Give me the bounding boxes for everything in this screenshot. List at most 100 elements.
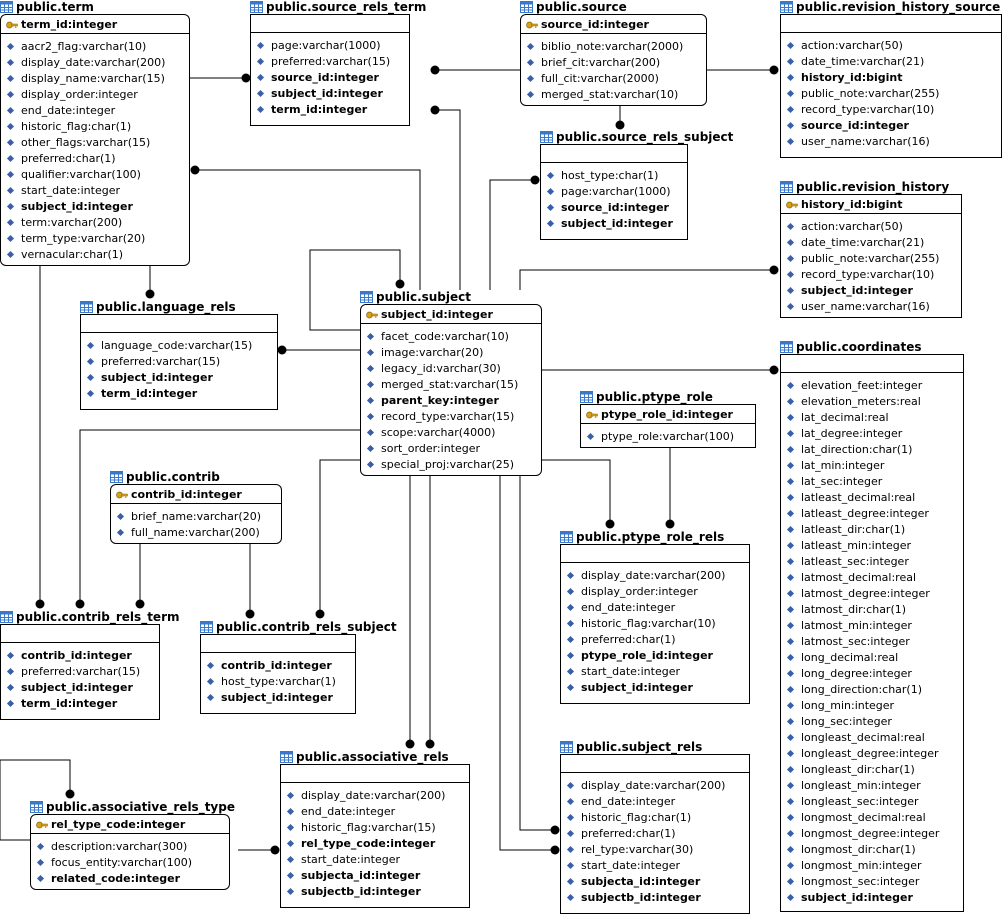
primary-key-column[interactable]: subject_id:integer <box>361 307 541 323</box>
column-row[interactable]: date_time:varchar(21) <box>781 54 1001 70</box>
column-row[interactable]: page:varchar(1000) <box>251 38 409 54</box>
column-row[interactable]: full_cit:varchar(2000) <box>521 71 706 87</box>
column-row[interactable]: longmost_sec:integer <box>781 874 963 890</box>
column-row[interactable]: sort_order:integer <box>361 441 541 457</box>
column-row[interactable]: subjecta_id:integer <box>561 874 749 890</box>
column-row[interactable]: image:varchar(20) <box>361 345 541 361</box>
column-row[interactable]: scope:varchar(4000) <box>361 425 541 441</box>
column-row[interactable]: long_decimal:real <box>781 650 963 666</box>
column-row[interactable]: record_type:varchar(15) <box>361 409 541 425</box>
column-row[interactable]: parent_key:integer <box>361 393 541 409</box>
column-row[interactable]: latmost_decimal:real <box>781 570 963 586</box>
column-row[interactable]: source_id:integer <box>251 70 409 86</box>
column-row[interactable]: qualifier:varchar(100) <box>1 167 189 183</box>
column-row[interactable]: longleast_degree:integer <box>781 746 963 762</box>
column-row[interactable]: other_flags:varchar(15) <box>1 135 189 151</box>
column-row[interactable]: elevation_meters:real <box>781 394 963 410</box>
column-row[interactable]: historic_flag:varchar(15) <box>281 820 469 836</box>
primary-key-column[interactable]: history_id:bigint <box>781 197 961 213</box>
column-row[interactable]: lat_sec:integer <box>781 474 963 490</box>
column-row[interactable]: display_date:varchar(200) <box>1 55 189 71</box>
column-row[interactable]: facet_code:varchar(10) <box>361 329 541 345</box>
column-row[interactable]: legacy_id:varchar(30) <box>361 361 541 377</box>
column-row[interactable]: full_name:varchar(200) <box>111 525 281 541</box>
column-row[interactable]: lat_decimal:real <box>781 410 963 426</box>
column-row[interactable]: display_order:integer <box>561 584 749 600</box>
column-row[interactable]: ptype_role_id:integer <box>561 648 749 664</box>
column-row[interactable]: user_name:varchar(16) <box>781 299 961 315</box>
column-row[interactable]: preferred:varchar(15) <box>1 664 159 680</box>
column-row[interactable]: long_degree:integer <box>781 666 963 682</box>
column-row[interactable]: latleast_min:integer <box>781 538 963 554</box>
column-row[interactable]: subject_id:integer <box>781 283 961 299</box>
column-row[interactable]: historic_flag:varchar(10) <box>561 616 749 632</box>
column-row[interactable]: subject_id:integer <box>561 680 749 696</box>
column-row[interactable]: historic_flag:char(1) <box>1 119 189 135</box>
column-row[interactable]: host_type:char(1) <box>541 168 687 184</box>
column-row[interactable]: latmost_degree:integer <box>781 586 963 602</box>
column-row[interactable]: display_name:varchar(15) <box>1 71 189 87</box>
column-row[interactable]: public_note:varchar(255) <box>781 251 961 267</box>
column-row[interactable]: start_date:integer <box>561 858 749 874</box>
column-row[interactable]: brief_name:varchar(20) <box>111 509 281 525</box>
column-row[interactable]: contrib_id:integer <box>201 658 355 674</box>
column-row[interactable]: elevation_feet:integer <box>781 378 963 394</box>
column-row[interactable]: lat_degree:integer <box>781 426 963 442</box>
column-row[interactable]: merged_stat:varchar(10) <box>521 87 706 103</box>
column-row[interactable]: description:varchar(300) <box>31 839 229 855</box>
column-row[interactable]: display_date:varchar(200) <box>561 568 749 584</box>
column-row[interactable]: page:varchar(1000) <box>541 184 687 200</box>
column-row[interactable]: rel_type:varchar(30) <box>561 842 749 858</box>
primary-key-column[interactable]: rel_type_code:integer <box>31 817 229 833</box>
column-row[interactable]: subject_id:integer <box>251 86 409 102</box>
column-row[interactable]: subjectb_id:integer <box>561 890 749 906</box>
column-row[interactable]: preferred:varchar(15) <box>81 354 277 370</box>
column-row[interactable]: public_note:varchar(255) <box>781 86 1001 102</box>
column-row[interactable]: action:varchar(50) <box>781 38 1001 54</box>
column-row[interactable]: end_date:integer <box>1 103 189 119</box>
primary-key-column[interactable]: term_id:integer <box>1 17 189 33</box>
column-row[interactable]: subject_id:integer <box>541 216 687 232</box>
column-row[interactable]: display_date:varchar(200) <box>561 778 749 794</box>
column-row[interactable]: end_date:integer <box>561 600 749 616</box>
column-row[interactable]: longmost_decimal:real <box>781 810 963 826</box>
column-row[interactable]: long_min:integer <box>781 698 963 714</box>
column-row[interactable]: preferred:char(1) <box>1 151 189 167</box>
column-row[interactable]: latleast_dir:char(1) <box>781 522 963 538</box>
column-row[interactable]: long_direction:char(1) <box>781 682 963 698</box>
column-row[interactable]: display_order:integer <box>1 87 189 103</box>
column-row[interactable]: display_date:varchar(200) <box>281 788 469 804</box>
primary-key-column[interactable]: ptype_role_id:integer <box>581 407 755 423</box>
column-row[interactable]: preferred:char(1) <box>561 826 749 842</box>
column-row[interactable]: start_date:integer <box>561 664 749 680</box>
column-row[interactable]: record_type:varchar(10) <box>781 102 1001 118</box>
column-row[interactable]: preferred:char(1) <box>561 632 749 648</box>
column-row[interactable]: brief_cit:varchar(200) <box>521 55 706 71</box>
column-row[interactable]: merged_stat:varchar(15) <box>361 377 541 393</box>
column-row[interactable]: latleast_sec:integer <box>781 554 963 570</box>
column-row[interactable]: biblio_note:varchar(2000) <box>521 39 706 55</box>
column-row[interactable]: longleast_decimal:real <box>781 730 963 746</box>
primary-key-column[interactable]: source_id:integer <box>521 17 706 33</box>
column-row[interactable]: lat_direction:char(1) <box>781 442 963 458</box>
column-row[interactable]: latmost_min:integer <box>781 618 963 634</box>
column-row[interactable]: vernacular:char(1) <box>1 247 189 263</box>
column-row[interactable]: language_code:varchar(15) <box>81 338 277 354</box>
column-row[interactable]: longleast_sec:integer <box>781 794 963 810</box>
column-row[interactable]: action:varchar(50) <box>781 219 961 235</box>
column-row[interactable]: date_time:varchar(21) <box>781 235 961 251</box>
column-row[interactable]: start_date:integer <box>281 852 469 868</box>
column-row[interactable]: related_code:integer <box>31 871 229 887</box>
